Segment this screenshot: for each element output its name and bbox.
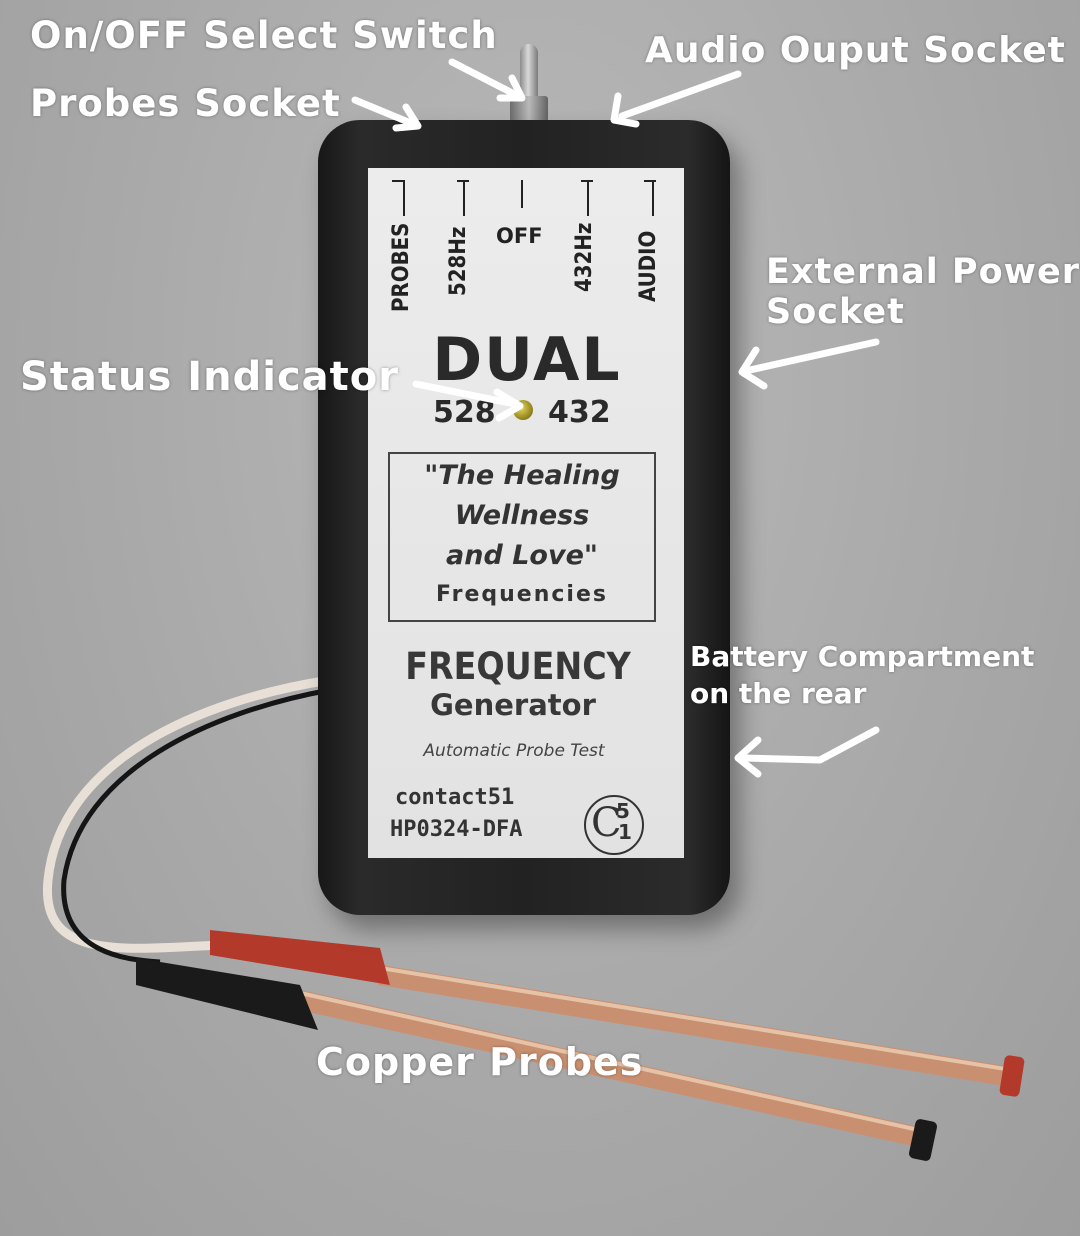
callout-copper-probes: Copper Probes xyxy=(316,1040,644,1084)
callout-on-off-switch: On/OFF Select Switch xyxy=(30,14,498,57)
quote-line-1: "The Healing xyxy=(424,460,620,491)
quote-line-2: Wellness xyxy=(454,500,590,531)
position-tick xyxy=(457,180,469,182)
frequencies-text: Frequencies xyxy=(436,582,608,607)
brand-logo-bottom-digit: 1 xyxy=(618,820,632,844)
model-number: HP0324-DFA xyxy=(390,817,523,842)
callout-external-power-line-1: External Power xyxy=(766,252,1080,292)
position-tick xyxy=(644,180,656,182)
position-line-432 xyxy=(587,180,589,216)
position-line-audio xyxy=(652,180,654,216)
callout-battery-line-2: on the rear xyxy=(690,677,867,710)
position-tick xyxy=(392,180,404,182)
brand-logo-letter: C xyxy=(591,800,622,846)
brand-logo-seal xyxy=(584,795,644,855)
probe-test-text: Automatic Probe Test xyxy=(423,741,605,761)
contact-text: contact51 xyxy=(395,785,515,810)
quote-box xyxy=(388,452,656,622)
position-label-off: OFF xyxy=(496,224,543,248)
position-line-off xyxy=(521,180,523,208)
toggle-switch-lever xyxy=(520,44,538,106)
frequency-432-label: 432 xyxy=(548,395,611,430)
callout-status-indicator: Status Indicator xyxy=(20,354,399,400)
callout-probes-socket: Probes Socket xyxy=(30,82,341,125)
position-tick xyxy=(581,180,593,182)
quote-line-3: and Love" xyxy=(446,540,598,571)
device-label-panel xyxy=(368,168,684,858)
callout-audio-socket: Audio Ouput Socket xyxy=(645,30,1066,71)
product-name-line-1: FREQUENCY xyxy=(405,645,631,688)
callout-external-power-line-2: Socket xyxy=(766,292,905,332)
position-line-528 xyxy=(463,180,465,216)
position-line-probes xyxy=(403,180,405,216)
product-name-line-2: Generator xyxy=(430,688,596,722)
callout-battery-line-1: Battery Compartment xyxy=(690,640,1035,673)
device-title: DUAL xyxy=(432,325,622,395)
brand-logo-top-digit: 5 xyxy=(616,799,630,823)
